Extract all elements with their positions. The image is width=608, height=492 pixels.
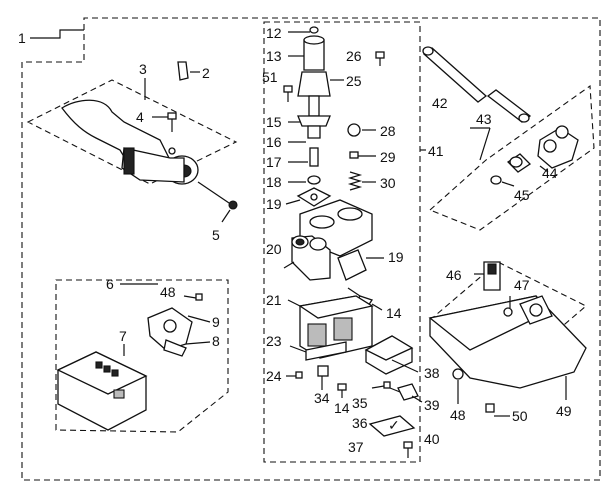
callout-8: 8: [212, 333, 220, 349]
callout-20: 20: [266, 241, 282, 257]
tube-group: [422, 46, 595, 231]
callout-35: 35: [352, 395, 368, 411]
callout-19-right: 19: [388, 249, 404, 265]
callout-1: 1: [18, 30, 26, 46]
clip-part-2: [177, 61, 200, 81]
callout-36: 36: [352, 415, 368, 431]
callout-21: 21: [266, 292, 282, 308]
callout-49: 49: [556, 403, 572, 419]
callout-30: 30: [380, 175, 396, 191]
callout-14-upper: 14: [386, 305, 402, 321]
callout-42: 42: [432, 95, 448, 111]
callout-4: 4: [136, 109, 144, 125]
callout-25: 25: [346, 73, 362, 89]
grate-bracket-group: [428, 261, 587, 417]
nut-part-5: [221, 200, 238, 223]
callout-37: 37: [348, 439, 364, 455]
callout-39: 39: [424, 397, 440, 413]
callout-45: 45: [514, 187, 530, 203]
callout-50: 50: [512, 408, 528, 424]
callout-3: 3: [139, 61, 147, 77]
callout-26: 26: [346, 48, 362, 64]
callout-46: 46: [446, 267, 462, 283]
callout-29: 29: [380, 149, 396, 165]
callout-44: 44: [542, 165, 558, 181]
valve-group: ✓: [263, 21, 426, 463]
callout-48-right: 48: [450, 407, 466, 423]
assembly-boundary: [21, 17, 601, 481]
callout-5: 5: [212, 227, 220, 243]
callout-38: 38: [424, 365, 440, 381]
callout-51: 51: [262, 69, 278, 85]
callout-labels: 1 2 3 4 5 6 7 8 9 12 13 51 15 16 17 18 1…: [18, 25, 572, 455]
callout-16: 16: [266, 134, 282, 150]
bracket-group: [55, 279, 229, 433]
callout-28: 28: [380, 123, 396, 139]
callout-6: 6: [106, 276, 114, 292]
callout-19-upper: 19: [266, 196, 282, 212]
callout-47: 47: [514, 277, 530, 293]
callout-48-left: 48: [160, 284, 176, 300]
burner-group: [26, 78, 238, 206]
callout-41: 41: [428, 143, 444, 159]
callout-24: 24: [266, 368, 282, 384]
callout-17: 17: [266, 154, 282, 170]
svg-text:✓: ✓: [388, 417, 400, 433]
callout-2: 2: [202, 65, 210, 81]
callout-34: 34: [314, 390, 330, 406]
screw-part-4: [152, 112, 177, 132]
callout-12: 12: [266, 25, 282, 41]
callout-43: 43: [476, 111, 492, 127]
callout-9: 9: [212, 314, 220, 330]
callout-18: 18: [266, 174, 282, 190]
callout-40: 40: [424, 431, 440, 447]
callout-7: 7: [119, 328, 127, 344]
callout-23: 23: [266, 333, 282, 349]
callout-13: 13: [266, 48, 282, 64]
callout-14-lower: 14: [334, 400, 350, 416]
callout-15: 15: [266, 114, 282, 130]
